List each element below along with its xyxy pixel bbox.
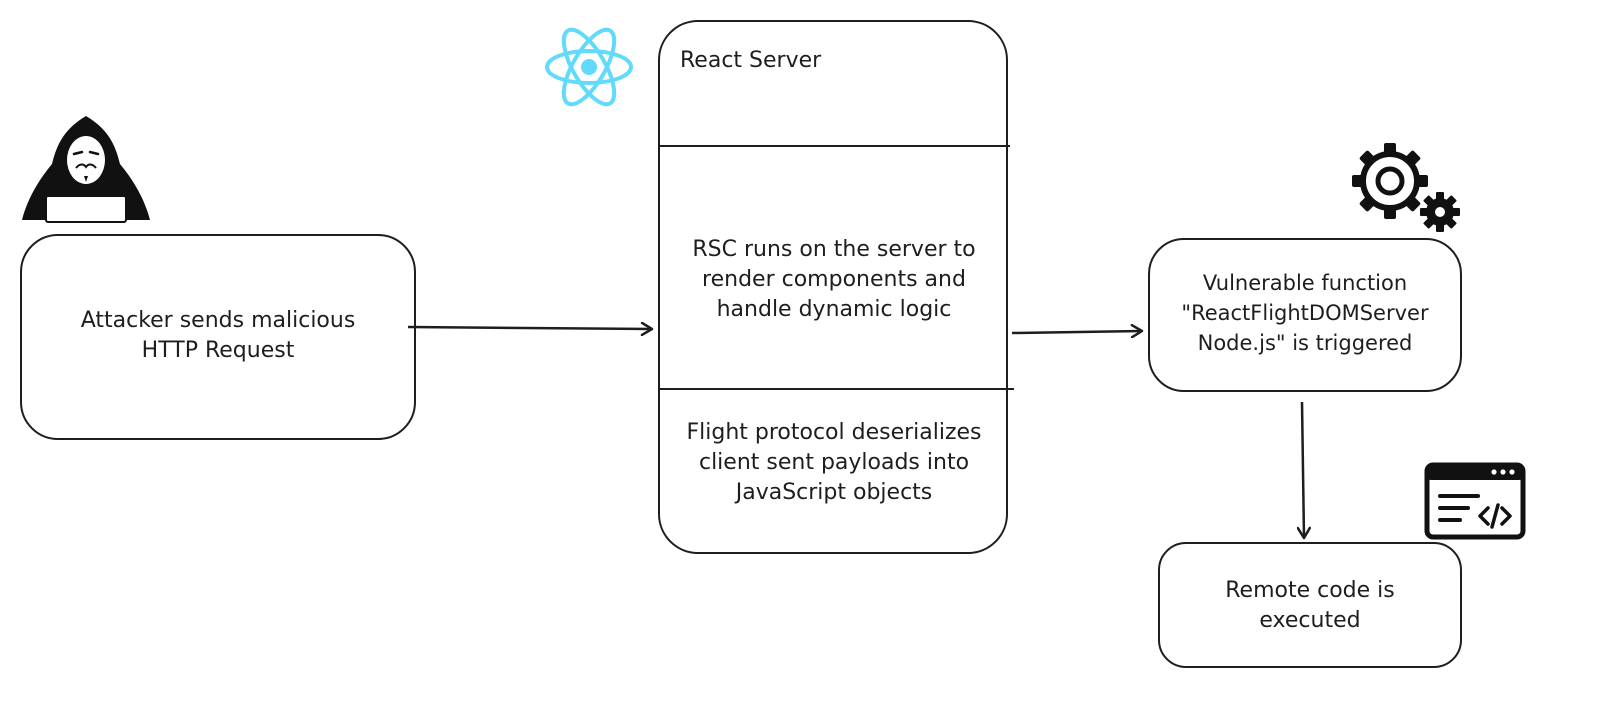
vulnerable-function-text: Vulnerable function "ReactFlightDOMServe… — [1181, 271, 1429, 355]
gears-icon — [1352, 143, 1460, 232]
remote-code-box — [1158, 542, 1462, 668]
react-server-divider-top — [658, 145, 1010, 147]
react-server-title: React Server — [680, 48, 822, 73]
attacker-box-text: Attacker sends malicious HTTP Request — [80, 308, 356, 363]
arrow-attacker-to-server — [407, 327, 652, 329]
flight-section-text: Flight protocol deserializes client sent… — [686, 420, 982, 505]
hacker-icon — [22, 116, 150, 223]
vulnerable-function-box — [1148, 238, 1462, 392]
attacker-box — [20, 234, 416, 440]
react-logo-icon — [545, 27, 633, 107]
arrow-vulnerable-to-rce — [1302, 401, 1304, 538]
react-server-divider-bottom — [658, 388, 1014, 390]
arrow-server-to-vulnerable — [1011, 331, 1142, 333]
react-server-box — [658, 20, 1008, 554]
code-window-icon — [1424, 462, 1526, 540]
remote-code-text: Remote code is executed — [1225, 578, 1395, 633]
rsc-section-text: RSC runs on the server to render compone… — [692, 237, 976, 322]
